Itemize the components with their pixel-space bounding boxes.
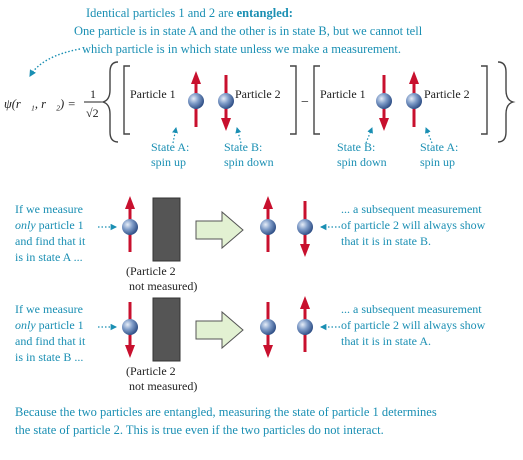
header-line3: which particle is in which state unless …	[82, 42, 401, 56]
header-line2: One particle is in state A and the other…	[74, 24, 423, 38]
term2-left-bracket	[313, 65, 320, 135]
svg-text:only particle 1: only particle 1	[15, 218, 84, 232]
scenario2-left-text: If we measure only particle 1 and find t…	[15, 302, 86, 364]
term1-state2-pointer	[235, 127, 242, 144]
footer-line2: the state of particle 2. This is true ev…	[15, 423, 384, 437]
svg-text:... a subsequent measurement: ... a subsequent measurement	[341, 202, 482, 216]
scenario1-big-arrow	[195, 210, 244, 250]
svg-text:only particle 1: only particle 1	[15, 318, 84, 332]
term1-particle2-label: Particle 2	[235, 87, 281, 101]
scenario2-big-arrow	[195, 310, 244, 350]
svg-text:... a subsequent measurement: ... a subsequent measurement	[341, 302, 482, 316]
header-pointer-arrow	[29, 48, 81, 78]
svg-text:that it is in state A.: that it is in state A.	[341, 334, 431, 348]
svg-text:is in state B ...: is in state B ...	[15, 350, 83, 364]
scenario2-particle1-spin-down	[260, 302, 276, 358]
term2-state2-desc: spin up	[420, 155, 455, 169]
svg-text:and find that it: and find that it	[15, 234, 86, 248]
svg-text:of particle 2 will always show: of particle 2 will always show	[341, 318, 486, 332]
svg-text:If we measure: If we measure	[15, 202, 83, 216]
minus-sign: −	[301, 95, 309, 110]
scenario2-not-measured-line1: (Particle 2	[126, 364, 176, 378]
footer-line1: Because the two particles are entangled,…	[15, 405, 437, 419]
term1-left-bracket	[123, 65, 130, 135]
scenario1-particle1-spin-up	[260, 196, 276, 252]
term1-particle1-label: Particle 1	[130, 87, 176, 101]
term2-state2-label: State A:	[420, 140, 458, 154]
term2-particle2-spin-up	[406, 71, 422, 127]
header-line1: Identical particles 1 and 2 are entangle…	[86, 6, 293, 20]
term2-state1-label: State B:	[337, 140, 375, 154]
scenario2-right-text: ... a subsequent measurement of particle…	[341, 302, 486, 348]
term1-state1-pointer	[172, 127, 178, 144]
term2-state2-pointer	[425, 127, 433, 144]
term1-state2-label: State B:	[224, 140, 262, 154]
fraction-numerator: 1	[90, 87, 96, 101]
scenario1-not-measured-line1: (Particle 2	[126, 264, 176, 278]
psi-lhs: ψ(r⃗₁, r⃗₂) =	[4, 97, 76, 111]
term2-particle2-label: Particle 2	[424, 87, 470, 101]
svg-text:If we measure: If we measure	[15, 302, 83, 316]
term2-particle1-label: Particle 1	[320, 87, 366, 101]
svg-text:is in state A ...: is in state A ...	[15, 250, 83, 264]
scenario1-left-text: If we measure only particle 1 and find t…	[15, 202, 86, 264]
scenario1-detector	[152, 197, 181, 262]
scenario2-detector	[152, 297, 181, 362]
term2-state1-pointer	[365, 127, 373, 144]
term2-particle1-spin-down	[376, 75, 392, 131]
term2-right-bracket	[481, 65, 488, 135]
term1-state1-desc: spin up	[151, 155, 186, 169]
term1-state1-label: State A:	[151, 140, 189, 154]
term1-state2-desc: spin down	[224, 155, 274, 169]
term1-particle1-spin-up	[188, 71, 204, 127]
term1-particle2-spin-down	[218, 75, 234, 131]
outer-left-brace	[100, 61, 119, 143]
term1-right-bracket	[290, 65, 297, 135]
scenario1-measured-particle1-spin-up	[122, 196, 138, 252]
scenario2-measured-particle1-spin-down	[122, 302, 138, 358]
fraction-denominator: √2	[86, 106, 99, 120]
scenario2-not-measured-line2: not measured)	[129, 379, 197, 393]
svg-text:that it is in state B.: that it is in state B.	[341, 234, 431, 248]
svg-text:and find that it: and find that it	[15, 334, 86, 348]
svg-text:of particle 2 will always show: of particle 2 will always show	[341, 218, 486, 232]
scenario2-particle2-spin-up	[297, 296, 313, 352]
scenario1-particle2-spin-down	[297, 201, 313, 257]
scenario1-not-measured-line2: not measured)	[129, 279, 197, 293]
scenario1-right-text: ... a subsequent measurement of particle…	[341, 202, 486, 248]
outer-right-brace	[497, 61, 516, 143]
term2-state1-desc: spin down	[337, 155, 387, 169]
